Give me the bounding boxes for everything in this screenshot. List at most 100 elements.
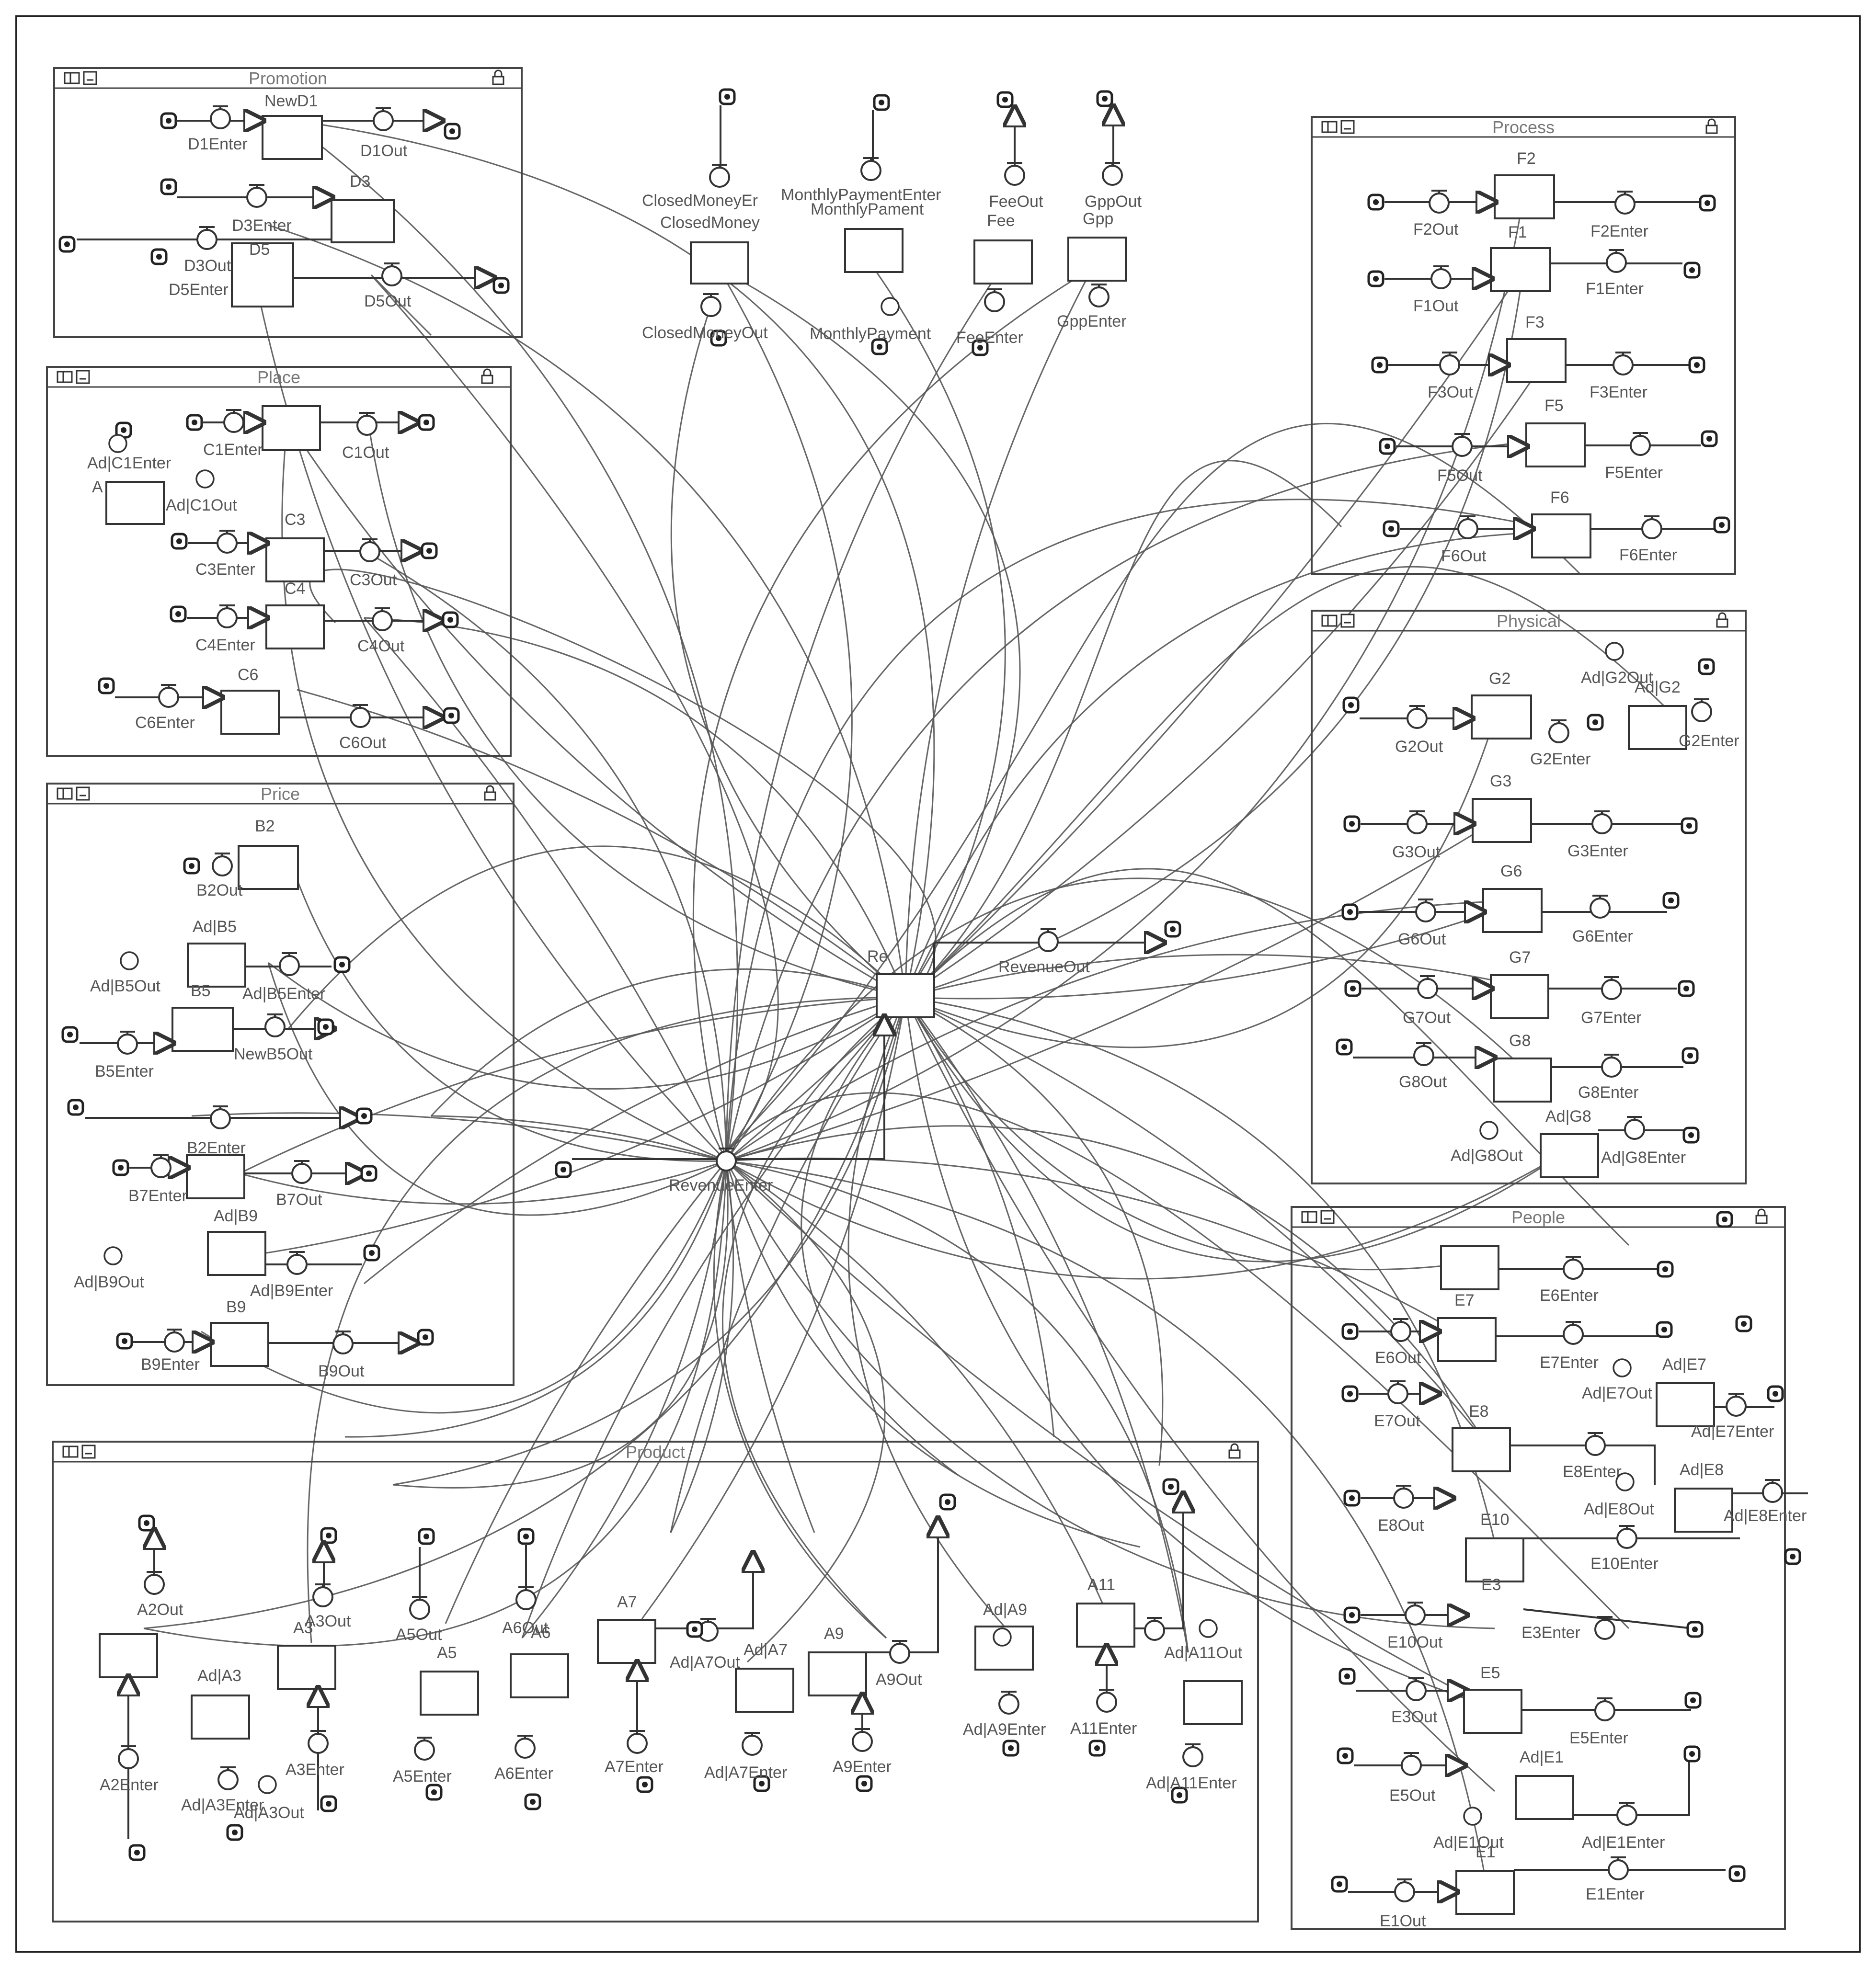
valve-g2enter[interactable] — [1548, 719, 1569, 743]
valve-g2out[interactable] — [1407, 705, 1428, 729]
stock-b9[interactable] — [210, 1322, 269, 1367]
valve-b9enter[interactable] — [164, 1329, 185, 1353]
valve-g6out[interactable] — [1415, 899, 1436, 922]
valve-feeenter[interactable] — [984, 288, 1005, 312]
stock-e1[interactable] — [1455, 1870, 1515, 1915]
converter-ade1out[interactable] — [1463, 1807, 1482, 1826]
converter-ade8out[interactable] — [1615, 1472, 1635, 1491]
valve-e7out[interactable] — [1387, 1380, 1408, 1404]
valve-monthlypaymententer[interactable] — [860, 157, 881, 181]
valve-f1enter[interactable] — [1606, 249, 1627, 273]
sector-view-icon[interactable] — [1321, 614, 1338, 627]
stock-g2[interactable] — [1471, 694, 1532, 739]
stock-f5[interactable] — [1525, 422, 1586, 467]
stock-ada11[interactable] — [1183, 1680, 1243, 1725]
stock-a3[interactable] — [277, 1645, 336, 1690]
valve-g7enter[interactable] — [1601, 976, 1622, 1000]
lock-icon[interactable] — [1705, 118, 1718, 134]
valve-f1out[interactable] — [1430, 265, 1452, 289]
valve-e8out[interactable] — [1393, 1485, 1414, 1509]
valve-feeout[interactable] — [1004, 162, 1025, 186]
sector-view-icon[interactable] — [1301, 1211, 1317, 1223]
converter-ade7out[interactable] — [1613, 1358, 1632, 1377]
valve-e6enter[interactable] — [1563, 1256, 1584, 1280]
stock-adg2[interactable] — [1628, 705, 1687, 750]
valve-ade8enter[interactable] — [1762, 1479, 1783, 1503]
valve-ada9enter[interactable] — [998, 1691, 1019, 1715]
sector-face-icon[interactable] — [1340, 120, 1355, 134]
stock-adb9[interactable] — [207, 1231, 266, 1276]
converter-adg8out[interactable] — [1479, 1121, 1499, 1140]
valve-a9out[interactable] — [889, 1640, 910, 1664]
stock-ade1[interactable] — [1515, 1775, 1574, 1820]
stock-f2[interactable] — [1494, 174, 1555, 219]
valve-revenueenter[interactable] — [716, 1148, 737, 1172]
valve-a2enter[interactable] — [118, 1745, 139, 1769]
valve-g8out[interactable] — [1413, 1042, 1434, 1066]
stock-ade7[interactable] — [1656, 1382, 1715, 1427]
valve-a3out[interactable] — [312, 1583, 333, 1607]
lock-icon[interactable] — [492, 69, 504, 85]
sector-face-icon[interactable] — [1340, 614, 1355, 628]
stock-newd1[interactable] — [262, 115, 323, 160]
valve-g3out[interactable] — [1407, 810, 1428, 834]
valve-e3out[interactable] — [1406, 1677, 1427, 1701]
valve-adg8enter[interactable] — [1624, 1116, 1645, 1140]
valve-g3enter[interactable] — [1591, 810, 1613, 834]
stock-adg8[interactable] — [1540, 1133, 1599, 1178]
valve-a11enter[interactable] — [1096, 1689, 1117, 1713]
stock-e8[interactable] — [1452, 1427, 1511, 1472]
lock-icon[interactable] — [481, 368, 493, 384]
converter-adc1out[interactable] — [195, 469, 215, 489]
valve-a6enter[interactable] — [515, 1735, 536, 1759]
valve-c1enter[interactable] — [223, 409, 244, 433]
sector-face-icon[interactable] — [1320, 1210, 1335, 1224]
valve-a5out[interactable] — [409, 1596, 430, 1620]
valve-c4out[interactable] — [372, 607, 393, 631]
valve-f3out[interactable] — [1439, 352, 1460, 375]
sector-view-icon[interactable] — [57, 371, 73, 383]
valve-a2out[interactable] — [144, 1571, 165, 1595]
valve-a3enter[interactable] — [308, 1730, 329, 1754]
valve-f6out[interactable] — [1457, 515, 1478, 539]
valve-a9enter[interactable] — [852, 1728, 873, 1752]
converter-ada9[interactable] — [993, 1627, 1012, 1647]
sector-face-icon[interactable] — [76, 370, 90, 384]
valve-c6enter[interactable] — [158, 684, 179, 708]
valve-f5enter[interactable] — [1630, 432, 1651, 456]
valve-b5enter[interactable] — [117, 1031, 138, 1055]
valve-f6enter[interactable] — [1641, 515, 1662, 539]
converter-adb9out[interactable] — [103, 1246, 123, 1265]
valve-b7enter[interactable] — [150, 1154, 172, 1178]
stock-e5[interactable] — [1463, 1689, 1522, 1734]
stock-ada3[interactable] — [191, 1695, 250, 1740]
valve-closedmoneyout[interactable] — [700, 293, 721, 317]
valve-e10enter[interactable] — [1616, 1525, 1637, 1549]
stock-newb5[interactable] — [172, 1007, 234, 1052]
converter-monthlypayment[interactable] — [881, 297, 900, 316]
valve-d1out[interactable] — [373, 107, 394, 131]
stock-a7[interactable] — [597, 1619, 656, 1664]
stock-c3[interactable] — [265, 537, 325, 582]
stock-a6[interactable] — [510, 1653, 569, 1698]
valve-adg2enter[interactable] — [1691, 698, 1712, 722]
converter-adg2out[interactable] — [1605, 642, 1624, 661]
lock-icon[interactable] — [1755, 1208, 1768, 1224]
valve-adb5enter[interactable] — [279, 952, 300, 976]
valve-c6out[interactable] — [350, 704, 371, 728]
valve-f3enter[interactable] — [1613, 352, 1634, 375]
stock-fee[interactable] — [973, 239, 1033, 284]
valve-c1out[interactable] — [356, 412, 377, 436]
sector-view-icon[interactable] — [62, 1445, 79, 1458]
stock-f1[interactable] — [1490, 247, 1551, 292]
valve-a5enter[interactable] — [414, 1737, 435, 1761]
stock-c1[interactable] — [262, 405, 321, 451]
valve-d1enter[interactable] — [210, 105, 231, 129]
valve-b2out[interactable] — [212, 853, 233, 876]
sector-view-icon[interactable] — [1321, 121, 1338, 133]
valve-e6out[interactable] — [1390, 1318, 1411, 1342]
valve-e5enter[interactable] — [1594, 1697, 1615, 1721]
valve-ada11enter[interactable] — [1182, 1743, 1203, 1767]
converter-adb5out[interactable] — [120, 951, 139, 970]
valve-ade7enter[interactable] — [1726, 1393, 1747, 1417]
